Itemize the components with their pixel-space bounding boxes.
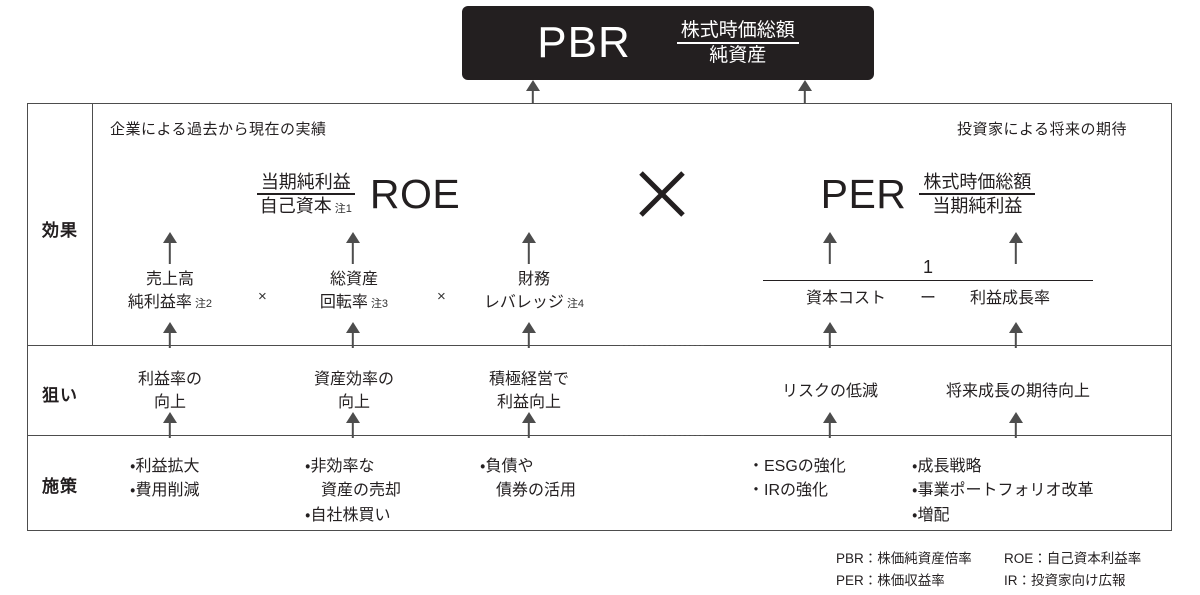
- pbr-formula-numerator: 株式時価総額: [676, 20, 799, 44]
- per-measure-2-item-1: ・成長戦略: [912, 458, 982, 475]
- legend-per: PER：株価収益率: [836, 572, 945, 588]
- arrow-cost-to-per: [822, 232, 838, 264]
- roe-operator-1: ×: [258, 288, 267, 305]
- per-measure-1-item-2: ・IRの強化: [748, 482, 829, 500]
- arrow-growth-to-per: [1008, 232, 1024, 264]
- arrow-measure3-to-aim3: [521, 412, 537, 438]
- roe-factor-2-note: 注3: [370, 298, 389, 311]
- row-label-aim: 狙い: [42, 386, 78, 405]
- arrow-per-to-pbr: [797, 80, 813, 104]
- roe-measure-1-item-2: ・費用削減: [130, 482, 200, 500]
- multiply-symbol-icon: [634, 166, 690, 222]
- arrow-factor3-to-roe: [521, 232, 537, 264]
- legend-ir: IR：投資家向け広報: [1004, 572, 1126, 588]
- per-aim-1: リスクの低減: [781, 383, 878, 400]
- roe-factor-3: 財務 レバレッジ注4: [470, 268, 598, 314]
- row-label-measure: 施策: [42, 477, 78, 496]
- per-formula-numerator: 株式時価総額: [919, 172, 1036, 195]
- roe-aim-2-line1: 資産効率の: [313, 371, 394, 388]
- pbr-formula: 株式時価総額 純資産: [676, 20, 799, 67]
- roe-acronym: ROE: [369, 170, 461, 217]
- roe-measure-1: ・利益拡大 ・費用削減: [130, 455, 280, 504]
- arrow-measure1-to-aim1: [162, 412, 178, 438]
- roe-measure-2-item-2: 資産の売却: [305, 482, 402, 500]
- roe-aim-1-line2: 向上: [153, 394, 186, 412]
- roe-factor-1-line2: 純利益率注2: [127, 294, 213, 312]
- per-acronym: PER: [820, 170, 907, 217]
- roe-aim-3: 積極経営で 利益向上: [465, 368, 593, 414]
- roe-factor-2-line1: 総資産: [329, 271, 378, 288]
- arrow-factor1-to-roe: [162, 232, 178, 264]
- roe-measure-2-item-3: ・自社株買い: [305, 506, 391, 524]
- per-aim-2: 将来成長の期待向上: [945, 383, 1090, 400]
- roe-formula-box: 当期純利益 自己資本注1 ROE: [112, 163, 604, 225]
- roe-factor-2: 総資産 回転率注3: [296, 268, 412, 314]
- row-divider-effect-aim: [27, 345, 1172, 346]
- left-section-caption: 企業による過去から現在の実績: [110, 121, 327, 138]
- per-term-capital-cost: 資本コスト: [805, 289, 886, 307]
- roe-formula-numerator: 当期純利益: [256, 172, 355, 195]
- roe-note-marker: 注1: [334, 203, 352, 215]
- roe-measure-3-item-2: 債券の活用: [480, 482, 577, 500]
- right-section-caption: 投資家による将来の期待: [956, 121, 1127, 138]
- arrow-measure4-to-aim4: [822, 412, 838, 438]
- roe-aim-3-line1: 積極経営で: [488, 371, 569, 388]
- per-measure-2: ・成長戦略 ・事業ポートフォリオ改革 ・増配: [912, 455, 1132, 528]
- roe-aim-2-line2: 向上: [337, 394, 370, 412]
- legend: PBR：株価純資産倍率 ROE：自己資本利益率 PER：株価収益率 IR：投資家…: [836, 548, 1172, 592]
- pbr-formula-denominator: 純資産: [709, 45, 767, 66]
- per-term-operator: ー: [919, 289, 936, 307]
- arrow-factor2-to-roe: [345, 232, 361, 264]
- roe-measure-1-item-1: ・利益拡大: [130, 458, 200, 475]
- per-denominator-formula: 1 資本コスト ー 利益成長率: [757, 257, 1099, 308]
- per-formula-box: PER 株式時価総額 当期純利益: [740, 163, 1116, 225]
- roe-aim-3-line2: 利益向上: [496, 394, 561, 412]
- per-term-profit-growth: 利益成長率: [970, 289, 1051, 307]
- legend-row-2: PER：株価収益率 IR：投資家向け広報: [836, 570, 1172, 592]
- arrow-aim1-to-factor1: [162, 322, 178, 348]
- roe-factor-1-note: 注2: [194, 298, 213, 311]
- row-divider-aim-measure: [27, 435, 1172, 436]
- roe-measure-2-item-1: ・非効率な: [305, 458, 375, 475]
- roe-aim-2: 資産効率の 向上: [292, 368, 416, 414]
- arrow-aim3-to-factor3: [521, 322, 537, 348]
- per-measure-1: ・ESGの強化 ・IRの強化: [748, 455, 908, 504]
- per-formula-denominator: 当期純利益: [932, 196, 1023, 216]
- roe-aim-1-line1: 利益率の: [137, 371, 202, 388]
- per-measure-2-item-2: ・事業ポートフォリオ改革: [912, 482, 1094, 500]
- per-measure-1-item-1: ・ESGの強化: [748, 458, 846, 475]
- roe-factor-1: 売上高 純利益率注2: [112, 268, 228, 314]
- legend-row-1: PBR：株価純資産倍率 ROE：自己資本利益率: [836, 548, 1172, 570]
- pbr-acronym: PBR: [537, 18, 631, 67]
- per-measure-2-item-3: ・増配: [912, 506, 950, 524]
- arrow-aim4-to-capital-cost: [822, 322, 838, 348]
- arrow-aim5-to-profit-growth: [1008, 322, 1024, 348]
- arrow-measure2-to-aim2: [345, 412, 361, 438]
- arrow-roe-to-pbr: [525, 80, 541, 104]
- row-label-effect: 効果: [42, 221, 78, 240]
- roe-formula: 当期純利益 自己資本注1: [256, 172, 356, 216]
- row-label-divider: [92, 104, 93, 345]
- per-formula: 株式時価総額 当期純利益: [919, 172, 1036, 216]
- dashed-divider-upper: [620, 345, 704, 346]
- per-fraction-bar: [763, 279, 1093, 281]
- roe-factor-1-line1: 売上高: [145, 271, 194, 288]
- per-denominator-numerator: 1: [922, 257, 933, 277]
- roe-measure-3-item-1: ・負債や: [480, 458, 534, 475]
- roe-measure-3: ・負債や 債券の活用: [480, 455, 630, 504]
- roe-factor-3-line1: 財務: [517, 271, 550, 288]
- arrow-measure5-to-aim5: [1008, 412, 1024, 438]
- roe-factor-3-note: 注4: [566, 298, 585, 311]
- legend-pbr: PBR：株価純資産倍率: [836, 551, 972, 566]
- roe-factor-3-line2: レバレッジ注4: [483, 294, 585, 312]
- arrow-aim2-to-factor2: [345, 322, 361, 348]
- roe-factor-2-line2: 回転率注3: [319, 294, 389, 312]
- roe-measure-2: ・非効率な 資産の売却 ・自社株買い: [305, 455, 467, 528]
- roe-aim-1: 利益率の 向上: [112, 368, 228, 414]
- legend-roe: ROE：自己資本利益率: [1004, 551, 1142, 566]
- pbr-header-box: PBR 株式時価総額 純資産: [462, 6, 874, 80]
- dashed-divider-lower: [620, 435, 704, 436]
- roe-operator-2: ×: [437, 288, 446, 305]
- roe-formula-denominator: 自己資本注1: [259, 196, 352, 216]
